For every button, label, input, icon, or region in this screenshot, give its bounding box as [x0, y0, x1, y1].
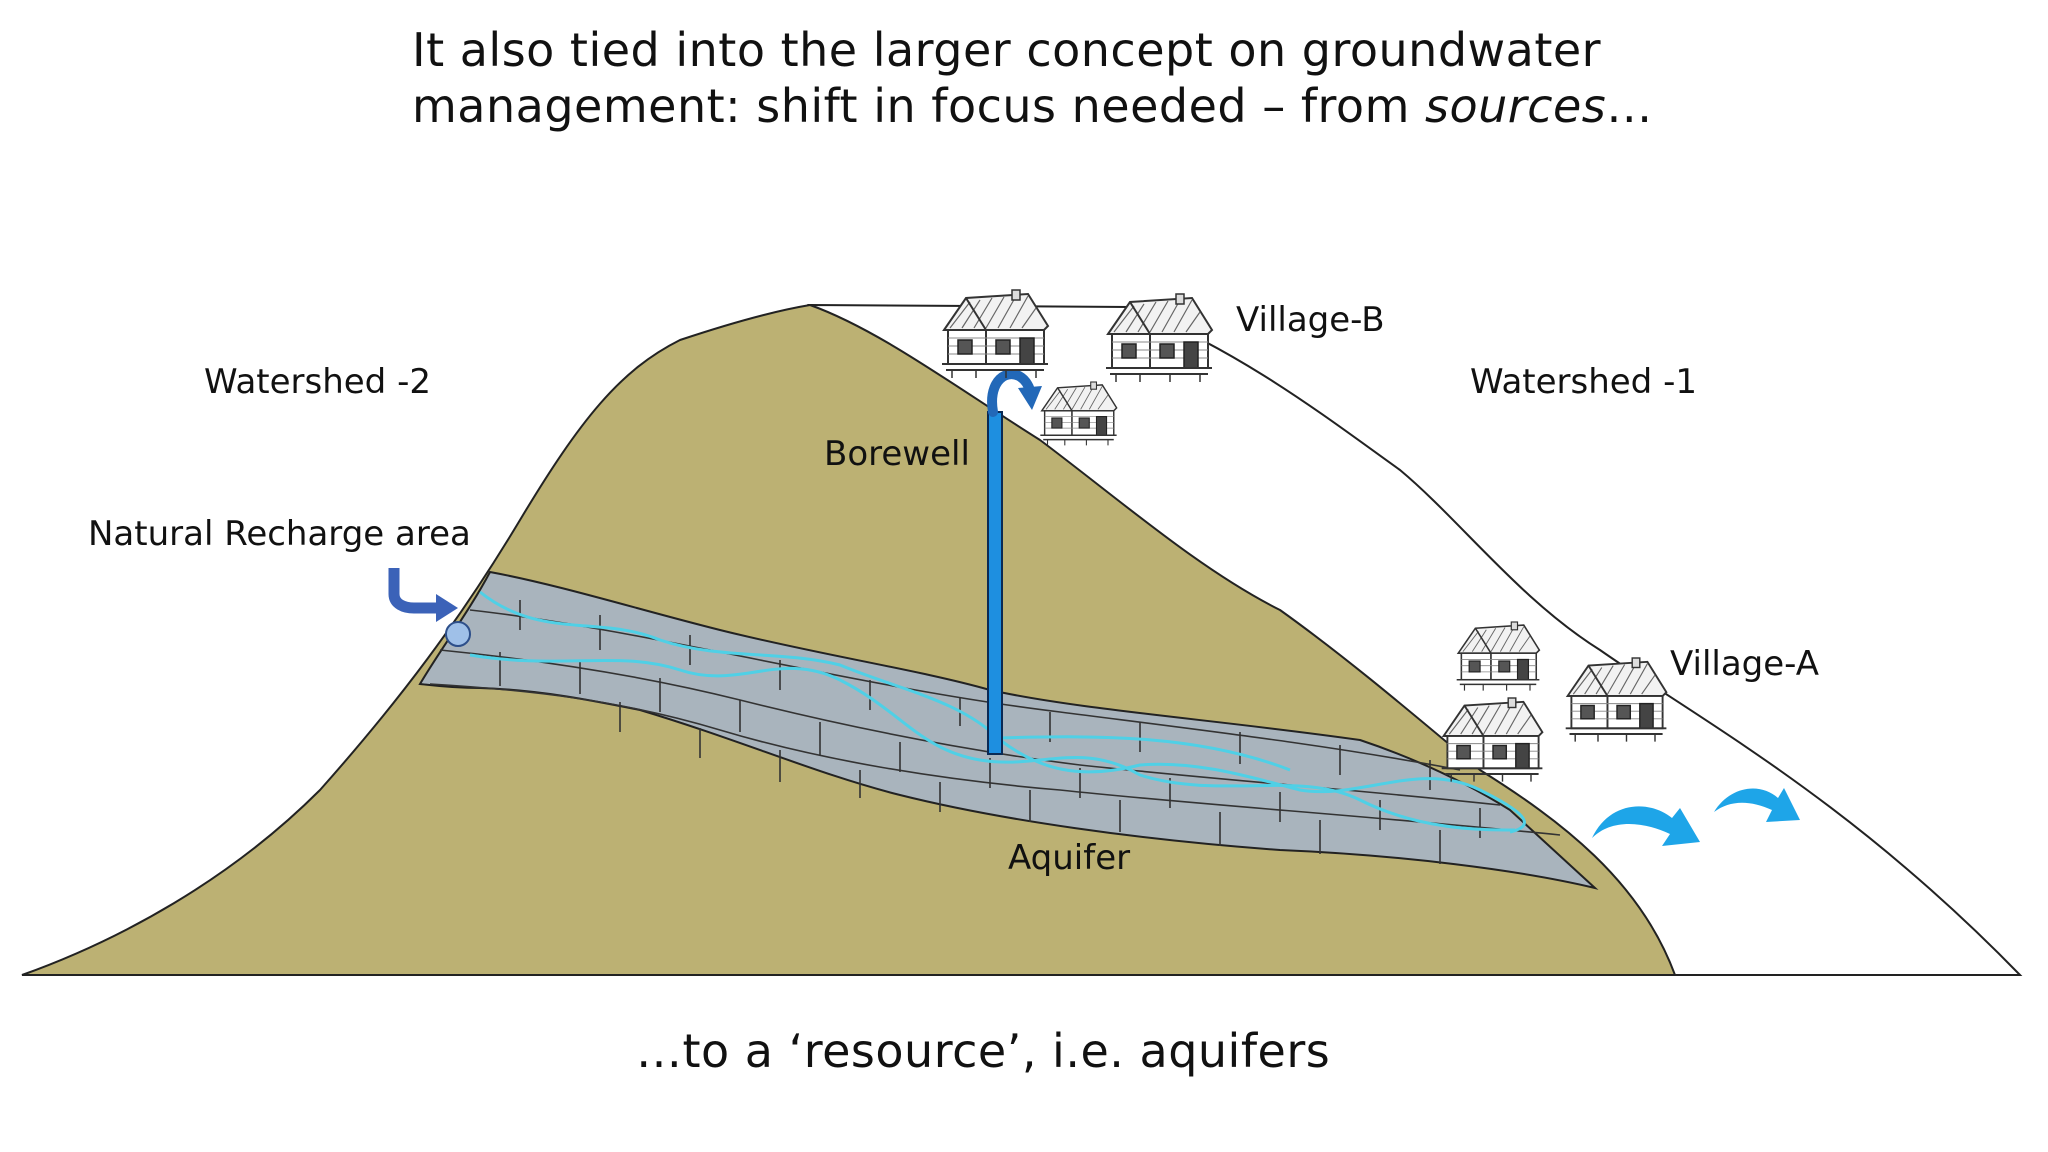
village-a-label: Village-A	[1670, 644, 1819, 684]
slide-title: It also tied into the larger concept on …	[412, 22, 1712, 134]
recharge-point-icon	[445, 621, 471, 647]
aquifer-bricks	[429, 600, 1561, 864]
natural-recharge-label: Natural Recharge area	[88, 514, 471, 554]
borewell-label: Borewell	[824, 434, 970, 474]
aquifer-label: Aquifer	[1008, 838, 1131, 878]
recharge-arrow-icon	[388, 568, 440, 614]
groundwater-flow-lines	[469, 590, 1526, 834]
watershed-1-label: Watershed -1	[1470, 362, 1697, 402]
curved-arrow-icon	[987, 369, 1035, 417]
village-b-label: Village-B	[1236, 300, 1385, 340]
borewell	[987, 411, 1003, 755]
flow-arrow-icon	[1592, 806, 1700, 846]
house-icon	[941, 289, 1049, 379]
watershed-2-label: Watershed -2	[204, 362, 431, 402]
title-emphasis: sources	[1425, 79, 1607, 133]
title-line-2: management: shift in focus needed – from…	[412, 79, 1653, 133]
slide-caption: …to a ‘resource’, i.e. aquifers	[636, 1024, 1331, 1078]
title-line-1: It also tied into the larger concept on …	[412, 23, 1602, 77]
flow-arrow-icon	[1714, 788, 1800, 822]
